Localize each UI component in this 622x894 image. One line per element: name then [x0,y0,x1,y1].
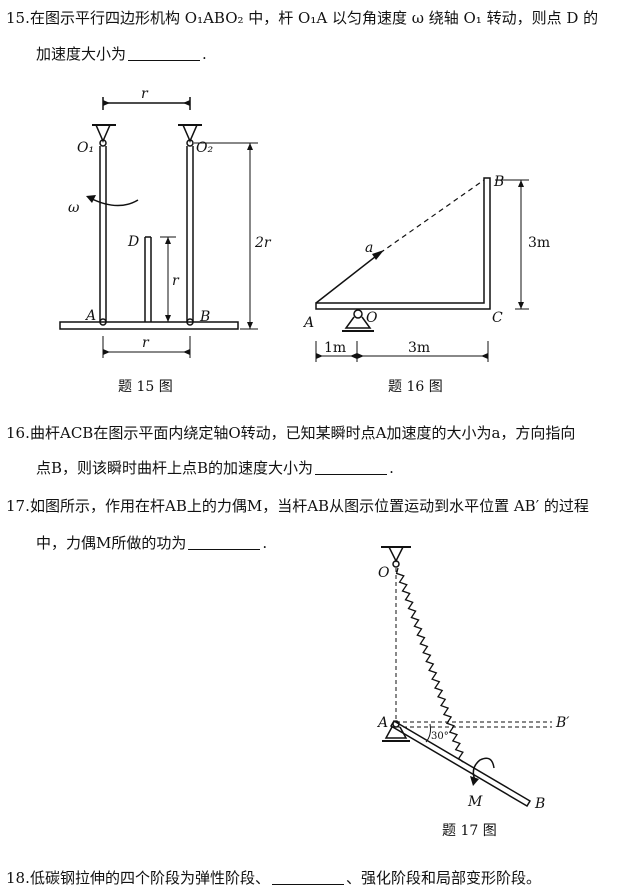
q16-tail: . [389,459,394,477]
q16-text-1: 曲杆ACB在图示平面内绕定轴O转动，已知某瞬时点A加速度的大小为a，方向指向 [30,424,576,442]
fig15-label-a: A [84,308,96,324]
fig17-label-a: A [376,715,388,731]
q16-text-2: 点B，则该瞬时曲杆上点B的加速度大小为 [36,459,314,477]
q17-number: 17. [6,497,30,515]
fig16-label-1m: 1m [324,340,346,356]
q17-line2: 中，力偶M所做的功为. [36,533,267,553]
fig15-label-omega: ω [68,200,80,216]
q17-answer-blank[interactable] [188,535,261,550]
fig16-label-a-vector: a [365,240,373,256]
q17-text-1: 如图所示，作用在杆AB上的力偶M，当杆AB从图示位置运动到水平位置 AB′ 的过… [30,497,589,515]
fig16-label-3m-vertical: 3m [528,235,550,251]
fig17-label-m: M [467,794,483,810]
q16-line1: 16.曲杆ACB在图示平面内绕定轴O转动，已知某瞬时点A加速度的大小为a，方向指… [6,423,575,443]
fig16-label-b: B [493,174,504,190]
q17-tail: . [262,534,268,552]
q15-tail: . [202,45,207,63]
fig16-label-c: C [492,310,503,326]
q17-line1: 17.如图所示，作用在杆AB上的力偶M，当杆AB从图示位置运动到水平位置 AB′… [6,496,589,516]
fig15-label-o2: O₂ [196,140,213,156]
q17-caption: 题 17 图 [442,823,497,839]
q15-line1: 15.在图示平行四边形机构 O₁ABO₂ 中，杆 O₁A 以匀角速度 ω 绕轴 … [6,8,598,28]
fig15-label-r-bottom: r [142,335,150,351]
q15-caption: 题 15 图 [118,379,173,395]
fig17-label-b-prime: B′ [555,715,570,731]
fig16-label-3m-horizontal: 3m [408,340,430,356]
fig15-label-2r: 2r [254,235,272,251]
fig15-label-r-mid: r [172,273,180,289]
q16-number: 16. [6,424,30,442]
fig17-label-o: O [378,565,390,581]
q18-text-before: 低碳钢拉伸的四个阶段为弹性阶段、 [30,869,271,887]
fig16-label-o: O [366,310,378,326]
fig15-label-b: B [199,309,210,325]
fig15-label-r-top: r [141,86,149,102]
q16-answer-blank[interactable] [315,460,388,475]
q18-number: 18. [6,869,30,887]
q18-answer-blank[interactable] [272,870,345,885]
q15-answer-blank[interactable] [128,46,201,61]
q15-line2: 加速度大小为. [36,44,207,64]
q15-text-2: 加速度大小为 [36,45,127,63]
fig17-label-b: B [534,796,545,812]
fig17-label-angle: 30° [431,731,449,742]
q15-number: 15. [6,9,30,27]
q15-text-1: 在图示平行四边形机构 O₁ABO₂ 中，杆 O₁A 以匀角速度 ω 绕轴 O₁ … [30,9,599,27]
fig16-label-a: A [302,315,314,331]
q17-text-2: 中，力偶M所做的功为 [36,534,187,552]
q16-line2: 点B，则该瞬时曲杆上点B的加速度大小为. [36,458,394,478]
q18-text-after: 、强化阶段和局部变形阶段。 [346,869,542,887]
q18-line: 18.低碳钢拉伸的四个阶段为弹性阶段、 、强化阶段和局部变形阶段。 [6,868,541,888]
fig15-label-d: D [127,234,139,250]
q16-caption: 题 16 图 [388,379,443,395]
fig15-label-o1: O₁ [77,140,94,156]
